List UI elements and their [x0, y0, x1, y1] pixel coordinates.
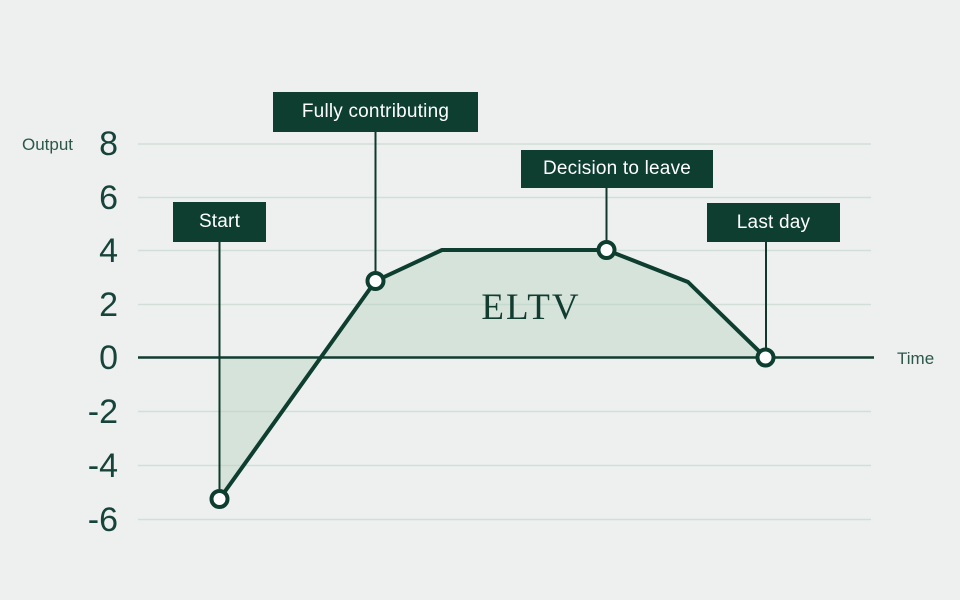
- annotation-leader-lines: [218, 132, 767, 489]
- last-day-label: Last day: [707, 203, 840, 242]
- y-tick-neg6: -6: [87, 501, 118, 539]
- start-marker: [209, 489, 230, 509]
- last-day-marker: [755, 347, 776, 368]
- eltv-area-caption: ELTV: [481, 287, 581, 328]
- y-tick-4: 4: [99, 232, 118, 270]
- fully-contributing-label: Fully contributing: [273, 92, 478, 132]
- y-tick-2: 2: [99, 286, 118, 324]
- y-tick-neg4: -4: [87, 447, 118, 485]
- y-axis-title: Output: [22, 135, 74, 154]
- y-tick-neg2: -2: [87, 393, 118, 431]
- y-tick-8: 8: [99, 125, 118, 163]
- y-tick-6: 6: [99, 179, 118, 217]
- start-label: Start: [173, 202, 266, 242]
- decision-to-leave-label: Decision to leave: [521, 150, 713, 188]
- event-markers: [209, 240, 776, 509]
- decision-to-leave-marker: [596, 240, 617, 260]
- x-axis-title: Time: [897, 349, 935, 368]
- eltv-area-fill: [219, 250, 766, 499]
- y-tick-0: 0: [99, 339, 118, 377]
- fully-contributing-marker: [365, 271, 386, 291]
- eltv-curve: [217, 248, 768, 501]
